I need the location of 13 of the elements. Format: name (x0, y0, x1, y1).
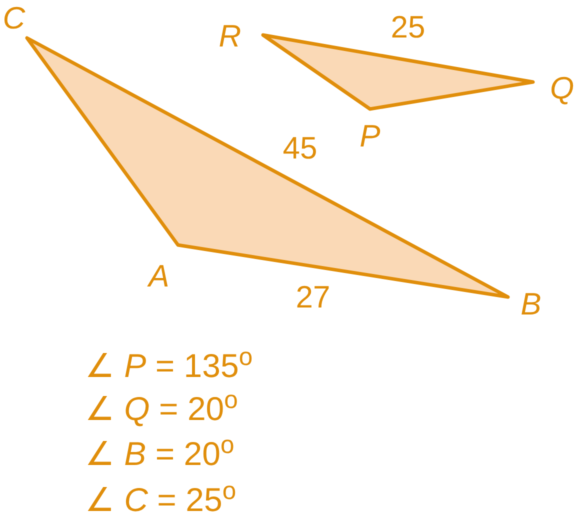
vertex-label: R (218, 20, 242, 52)
vertex-label: B (520, 288, 542, 320)
angle-statement: ∠ P = 135$^{o}$ (85, 349, 253, 382)
vertex-label: A (148, 260, 170, 292)
side-length: 25 (390, 12, 426, 42)
vertex-label: P (360, 120, 380, 152)
angle-statement: ∠ Q = 20$^{o}$ (85, 392, 238, 425)
vertex-label: Q (550, 72, 574, 104)
angle-statement: ∠ B = 20$^{o}$ (85, 437, 234, 470)
side-length: 27 (296, 282, 330, 312)
angle-statement: ∠ C = 25$^{o}$ (85, 483, 236, 516)
vertex-label: C (2, 2, 26, 34)
side-length: 45 (282, 132, 318, 164)
